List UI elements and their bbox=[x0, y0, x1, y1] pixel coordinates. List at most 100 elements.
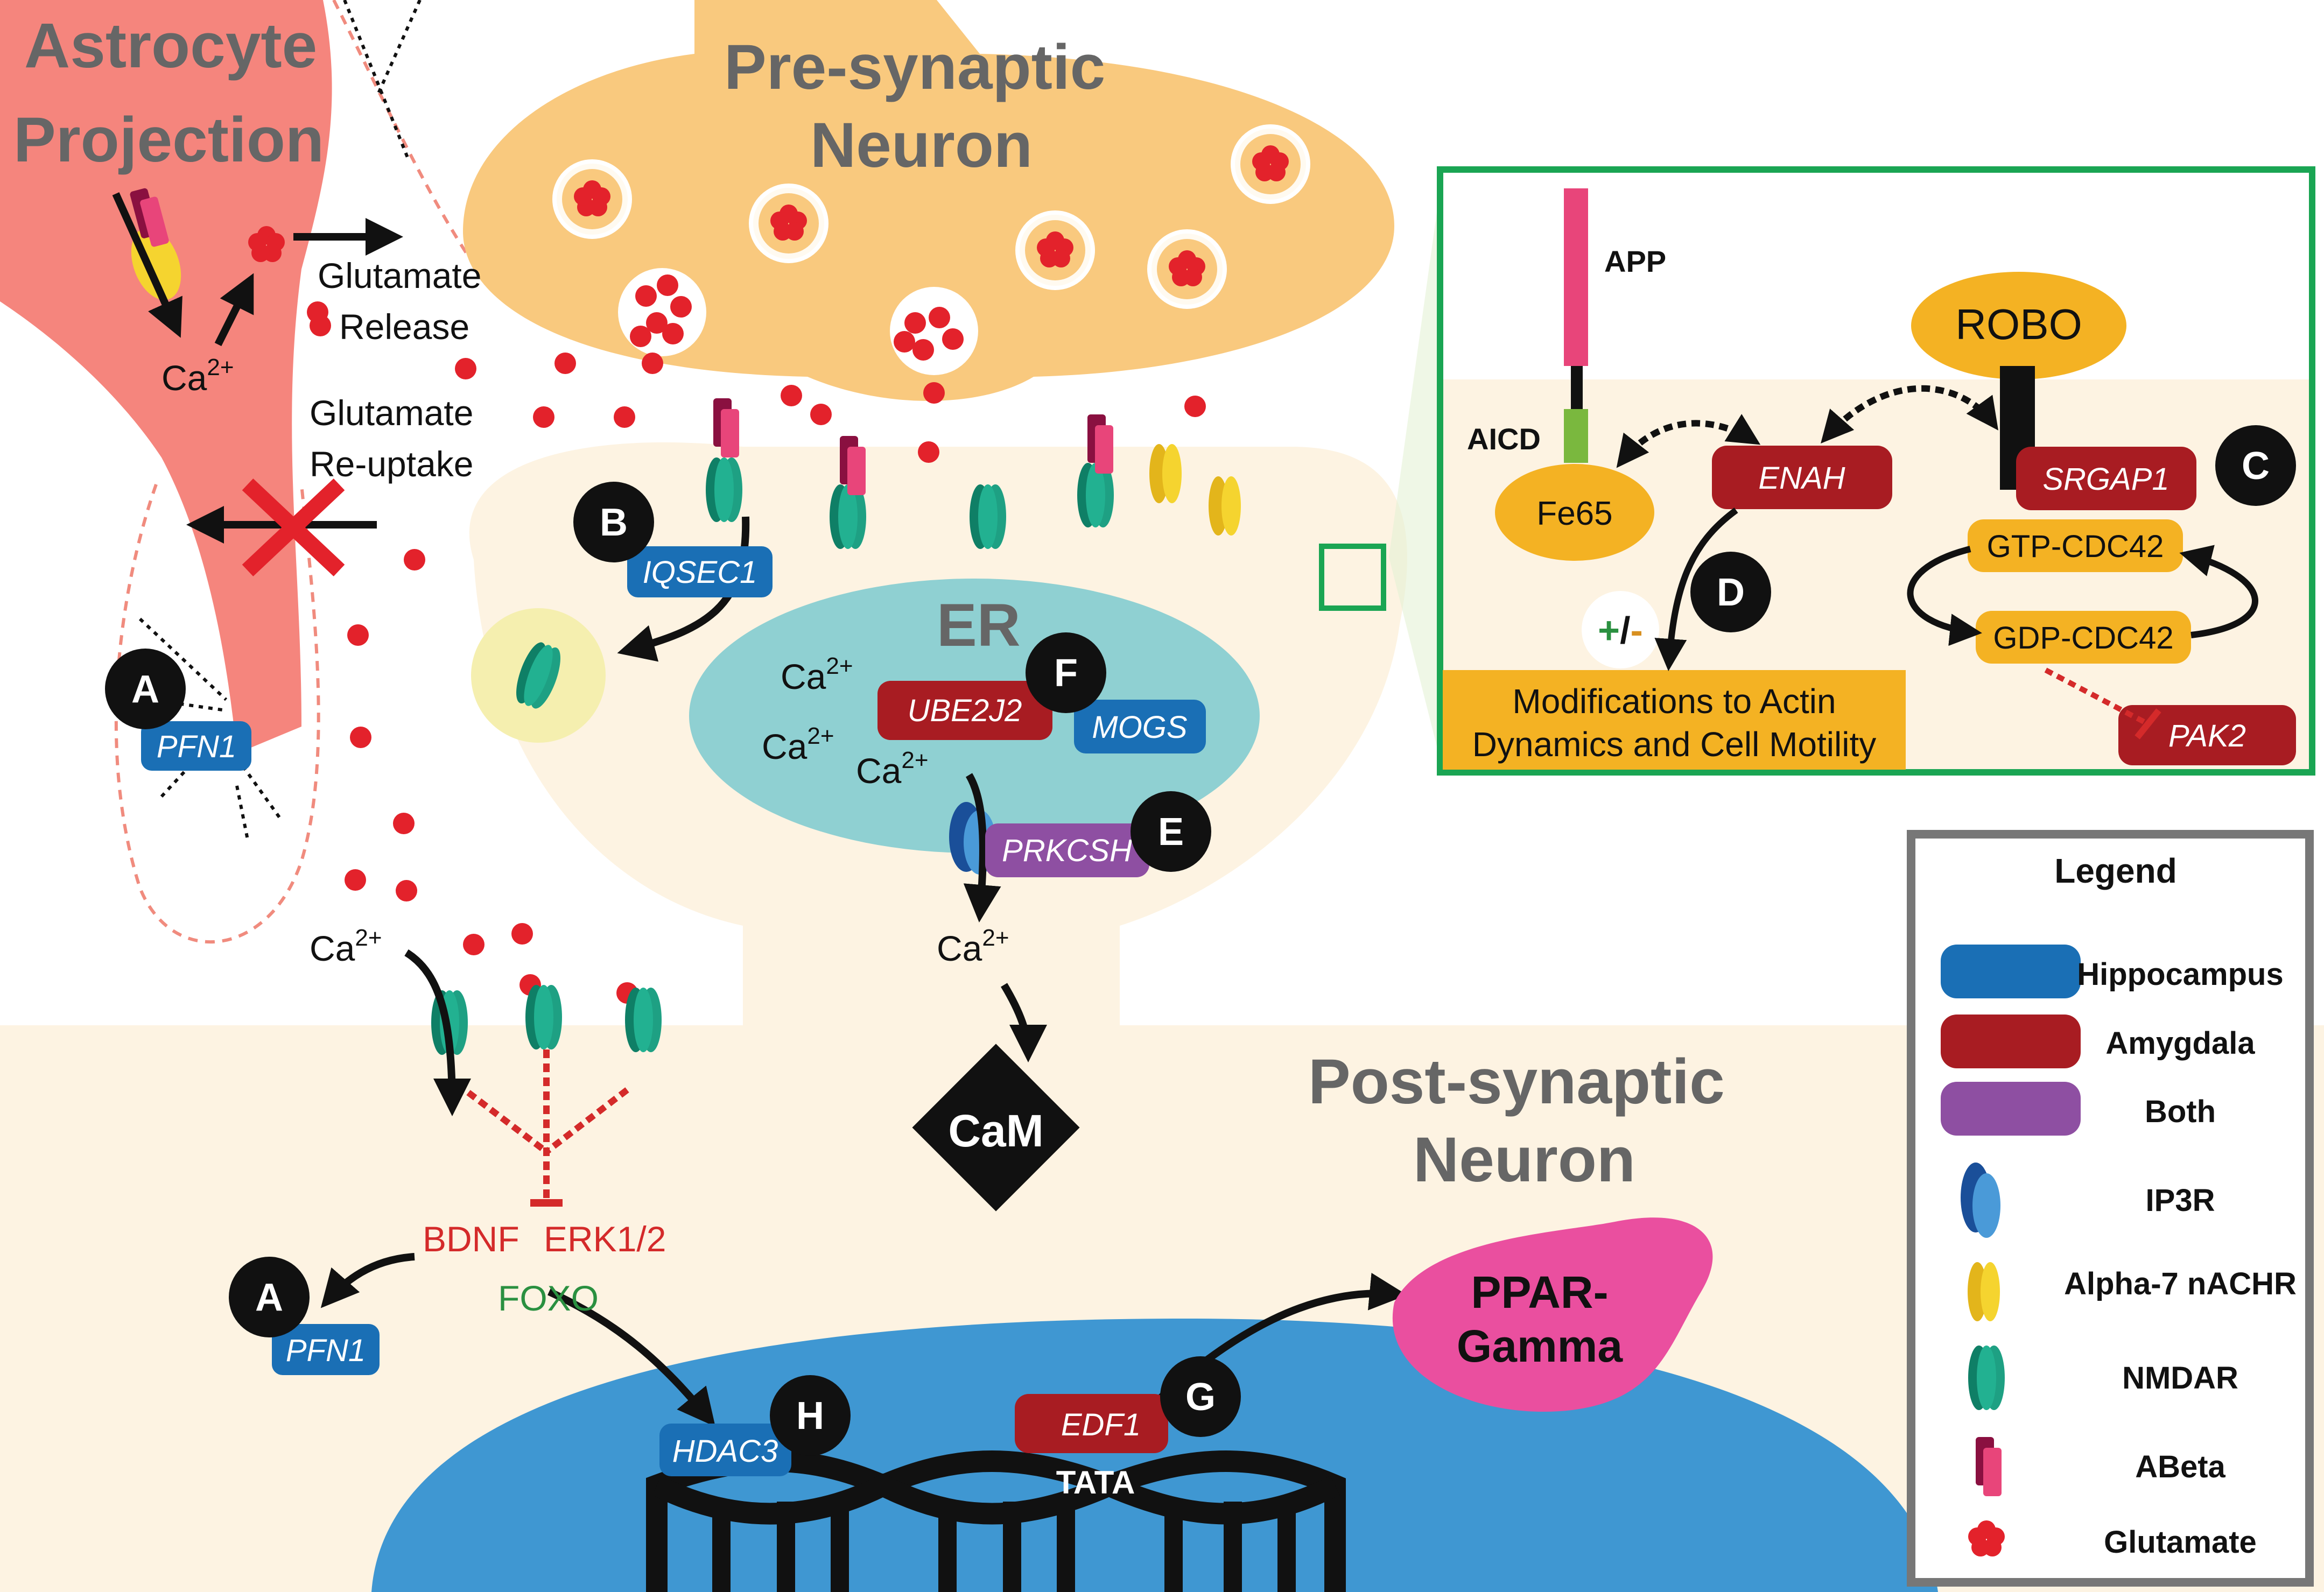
astrocyte-receptor bbox=[129, 185, 181, 300]
ppar-gamma-blob bbox=[1392, 1217, 1713, 1412]
gdp-cdc42-node bbox=[1976, 611, 2191, 664]
alpha7-receptor bbox=[1149, 444, 1182, 503]
legend-nmdar-icon bbox=[1968, 1346, 2005, 1410]
robo-label: ROBO bbox=[1955, 300, 2082, 348]
legend-abeta: ABeta bbox=[2135, 1449, 2225, 1484]
alpha7-receptor bbox=[1209, 476, 1241, 536]
pak2-inhibition-bar bbox=[2135, 708, 2161, 739]
postsynaptic-title-line1: Post-synaptic bbox=[1308, 1046, 1725, 1117]
svg-text:H: H bbox=[796, 1394, 824, 1438]
cam-diamond bbox=[912, 1044, 1080, 1211]
svg-text:A: A bbox=[255, 1276, 283, 1319]
legend-hippocampus: Hippocampus bbox=[2077, 957, 2284, 992]
svg-text:UBE2J2: UBE2J2 bbox=[908, 693, 1022, 728]
badge-c bbox=[2215, 425, 2296, 506]
nmdar-receptor bbox=[706, 457, 742, 522]
tata-label: TATA bbox=[1056, 1464, 1135, 1501]
badges: A B F E A H G bbox=[105, 482, 1241, 1456]
svg-text:B: B bbox=[600, 501, 628, 544]
legend-alpha7-icon bbox=[1968, 1262, 2000, 1321]
app-label: APP bbox=[1604, 244, 1666, 278]
svg-text:A: A bbox=[131, 668, 159, 711]
glutamate-release-line1: Glutamate bbox=[318, 256, 481, 295]
svg-text:F: F bbox=[1054, 652, 1078, 695]
modifications-line2: Dynamics and Cell Motility bbox=[1472, 725, 1876, 764]
plus-minus-label: +/- bbox=[1598, 609, 1643, 651]
released-glutamate-cluster bbox=[630, 274, 692, 347]
legend-title: Legend bbox=[2054, 851, 2177, 890]
glutamate-dot bbox=[310, 315, 331, 336]
erk-label: ERK1/2 bbox=[544, 1219, 666, 1259]
ppar-line1: PPAR- bbox=[1471, 1267, 1608, 1318]
svg-text:G: G bbox=[1185, 1376, 1216, 1419]
vesicle bbox=[751, 186, 826, 261]
legend-swatch-hippocampus bbox=[1941, 945, 2081, 998]
plus-minus-circle bbox=[1582, 591, 1659, 668]
nmdar-receptor bbox=[970, 484, 1006, 549]
svg-text:Ca2+: Ca2+ bbox=[781, 653, 853, 696]
inhibition-fork bbox=[466, 1049, 629, 1203]
svg-text:Ca2+: Ca2+ bbox=[856, 747, 929, 791]
svg-text:Ca2+: Ca2+ bbox=[937, 925, 1009, 968]
legend-swatch-both bbox=[1941, 1082, 2081, 1136]
foxo-label: FOXO bbox=[498, 1278, 599, 1318]
gene-mogs: MOGS bbox=[1074, 700, 1206, 753]
legend-ip3r: IP3R bbox=[2146, 1183, 2215, 1218]
legend-alpha7: Alpha-7 nACHR bbox=[2064, 1266, 2297, 1301]
gene-edf1: EDF1 bbox=[1015, 1394, 1168, 1453]
gene-iqsec1: IQSEC1 bbox=[627, 546, 773, 597]
app-bar bbox=[1564, 188, 1588, 366]
calcium-labels: Ca2+ Ca2+ Ca2+ Ca2+ Ca2+ Ca2+ bbox=[162, 354, 1009, 968]
fe65-node bbox=[1495, 464, 1654, 561]
released-glutamate-cluster bbox=[894, 307, 964, 361]
legend-both: Both bbox=[2145, 1094, 2216, 1129]
svg-text:Ca2+: Ca2+ bbox=[762, 723, 834, 766]
legend-ip3r-icon bbox=[1961, 1163, 2000, 1238]
glutamate-dots bbox=[307, 301, 1206, 1004]
vesicle bbox=[554, 161, 630, 237]
ppar-line2: Gamma bbox=[1457, 1321, 1623, 1371]
glutamate-release-line2: Release bbox=[339, 307, 469, 347]
glutamate-reuptake-line2: Re-uptake bbox=[310, 444, 474, 484]
badge-d-label: D bbox=[1717, 571, 1745, 614]
gtp-cdc42-label: GTP-CDC42 bbox=[1987, 529, 2164, 564]
gene-pfn1-astro: PFN1 bbox=[141, 721, 251, 771]
svg-text:EDF1: EDF1 bbox=[1061, 1407, 1141, 1442]
legend-nmdar: NMDAR bbox=[2122, 1361, 2238, 1396]
astrocyte-title-line2: Projection bbox=[13, 104, 324, 175]
legend-glutamate: Glutamate bbox=[2104, 1525, 2257, 1560]
svg-text:Ca2+: Ca2+ bbox=[162, 354, 234, 398]
fe65-label: Fe65 bbox=[1536, 495, 1612, 532]
astrocyte-title-line1: Astrocyte bbox=[24, 10, 317, 81]
aicd-label: AICD bbox=[1467, 422, 1541, 456]
glutamate-reuptake-line1: Glutamate bbox=[310, 393, 473, 433]
zoom-connector bbox=[1389, 170, 1443, 770]
gene-srgap1 bbox=[2016, 447, 2196, 510]
svg-text:PFN1: PFN1 bbox=[157, 729, 236, 764]
fusing-vesicle bbox=[890, 287, 978, 375]
astrocyte-fibers bbox=[138, 0, 422, 840]
svg-text:HDAC3: HDAC3 bbox=[672, 1434, 778, 1469]
cam-label: CaM bbox=[948, 1105, 1043, 1156]
zoom-source-box bbox=[1319, 544, 1386, 611]
presynaptic-title-line2: Neuron bbox=[810, 110, 1033, 181]
gene-prkcsh: PRKCSH bbox=[985, 823, 1149, 877]
app-tm bbox=[1571, 366, 1583, 409]
er-label: ER bbox=[937, 591, 1021, 659]
gene-hdac3: HDAC3 bbox=[659, 1424, 791, 1476]
gene-pfn1-post: PFN1 bbox=[272, 1324, 380, 1375]
legend-swatch-amygdala bbox=[1941, 1015, 2081, 1068]
astrocyte-outline bbox=[114, 484, 320, 944]
svg-text:E: E bbox=[1158, 811, 1184, 854]
legend-amygdala: Amygdala bbox=[2105, 1026, 2255, 1061]
svg-text:PFN1: PFN1 bbox=[286, 1333, 366, 1368]
presynaptic-title-line1: Pre-synaptic bbox=[724, 32, 1105, 103]
legend: Legend Hippocampus Amygdala Both IP3R Al… bbox=[1907, 830, 2314, 1587]
postsynaptic-title-line2: Neuron bbox=[1413, 1124, 1635, 1195]
inset-arrows bbox=[1616, 385, 2258, 671]
gtp-cdc42-node bbox=[1968, 519, 2183, 572]
gene-pak2 bbox=[2118, 705, 2296, 765]
vesicle bbox=[1149, 231, 1225, 307]
badge-d bbox=[1690, 552, 1771, 632]
pak2-inhibition bbox=[2044, 667, 2150, 727]
